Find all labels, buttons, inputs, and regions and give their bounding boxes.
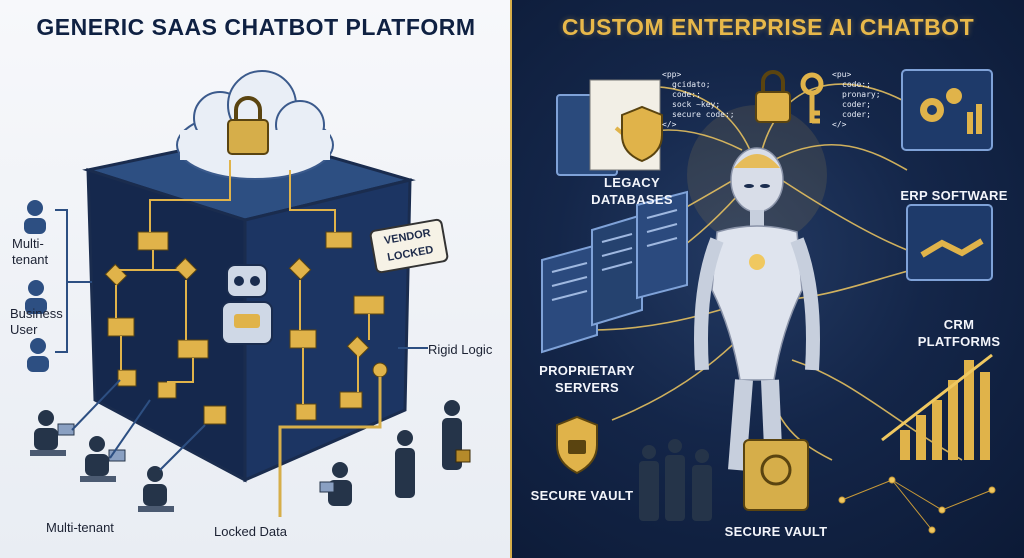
code-line: </> [832,120,847,129]
code-snippet-right: <pu> code:; pronary; coder; coder; </> [832,70,881,130]
bar-chart-icon [967,104,982,134]
growth-arrow [881,353,993,442]
code-line: coder; [842,100,871,109]
code-line: <pu> [832,70,852,79]
cube-right-face [243,178,412,483]
label-business-user: Business User [10,306,63,337]
shield-icon [621,105,663,163]
code-line: <pp> [662,70,682,79]
right-title: CUSTOM ENTERPRISE AI CHATBOT [561,14,975,40]
generic-saas-panel: GENERIC SAAS CHATBOT PLATFORM Multi- ten… [0,0,512,558]
robot-icon [221,264,273,345]
code-line: code:; [842,80,871,89]
enterprise-illustration [541,69,996,534]
cloud-lock-icon [176,70,334,180]
rigid-flowchart [104,231,388,425]
label-proprietary-servers: PROPRIETARY SERVERS [539,363,635,395]
label-rigid-logic: Rigid Logic [428,342,493,357]
custom-enterprise-panel: CUSTOM ENTERPRISE AI CHATBOT LEGACY DATA… [512,0,1024,558]
growth-bars [900,360,990,460]
key-icon [800,72,824,124]
left-title: GENERIC SAAS CHATBOT PLATFORM [36,14,476,40]
person-icon [24,200,49,372]
code-line: code:; [672,90,701,99]
code-line: sock ~key; [672,100,721,109]
network-mesh [838,476,996,534]
code-line: pronary; [842,90,881,99]
label-legacy-databases: LEGACY DATABASES [591,175,673,207]
label-multi-tenant-bottom: Multi-tenant [46,520,114,535]
bottom-connectors [71,347,428,471]
flowchart-connectors [115,160,382,517]
label-crm-platforms: CRM PLATFORMS [917,317,1001,349]
code-line: secure code:; [672,110,735,119]
label-multi-tenant-top: Multi- tenant [12,236,49,267]
handshake-icon [906,204,993,281]
ai-humanoid-icon [694,147,820,471]
code-snippet-left: <pp> gcidato; code:; sock ~key; secure c… [662,70,735,130]
code-line: </> [662,120,677,129]
label-secure-vault-left: SECURE VAULT [530,488,634,503]
padlock-icon [755,70,791,123]
seated-users [30,400,471,512]
label-erp-software: ERP SOFTWARE [900,188,1008,203]
code-line: coder; [842,110,871,119]
label-secure-vault-center: SECURE VAULT [724,524,828,539]
generic-saas-illustration [24,70,471,517]
team-people [639,439,712,521]
server-icon [541,190,688,354]
vault-icon [556,415,809,511]
code-line: gcidato; [672,80,711,89]
label-locked-data: Locked Data [214,524,287,539]
